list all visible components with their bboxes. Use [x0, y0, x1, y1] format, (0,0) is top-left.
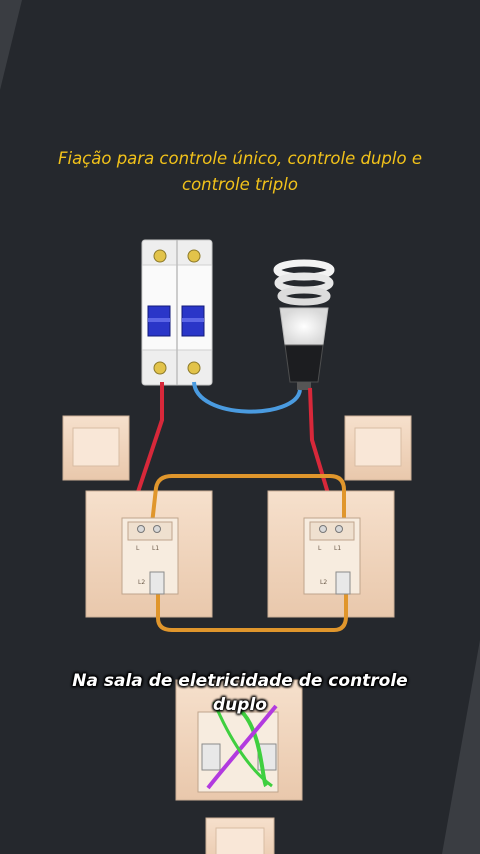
diagram-title-line-2: controle triplo: [182, 175, 298, 194]
purple-wire: [206, 704, 278, 790]
neutral-wire: [192, 381, 302, 414]
circuit-breaker-icon: [141, 239, 213, 386]
green-wire: [238, 708, 268, 788]
wall-switch-icon: [62, 415, 130, 481]
svg-text:L: L: [136, 545, 140, 552]
cfl-bulb-icon: [273, 259, 335, 390]
svg-text:L: L: [318, 545, 322, 552]
wall-switch-icon: [344, 415, 412, 481]
traveler-wire-bottom: [156, 580, 348, 632]
switch-back-plate-bottom: [175, 679, 303, 801]
green-wire: [212, 701, 273, 788]
switch-mechanism-right: L L1 L2: [303, 517, 361, 595]
diagram-title-line-1: Fiação para controle único, controle dup…: [58, 149, 422, 168]
svg-text:L1: L1: [334, 545, 341, 552]
wall-switch-icon: [205, 817, 275, 854]
traveler-wire-top: [146, 474, 346, 590]
svg-text:L2: L2: [138, 579, 145, 586]
subtitle-line-1: Na sala de eletricidade de controle: [72, 671, 408, 691]
svg-text:L2: L2: [320, 579, 327, 586]
svg-text:L1: L1: [152, 545, 159, 552]
subtitle-line-2: duplo: [213, 695, 267, 715]
switch-mechanism-left: L L1 L2: [121, 517, 179, 595]
